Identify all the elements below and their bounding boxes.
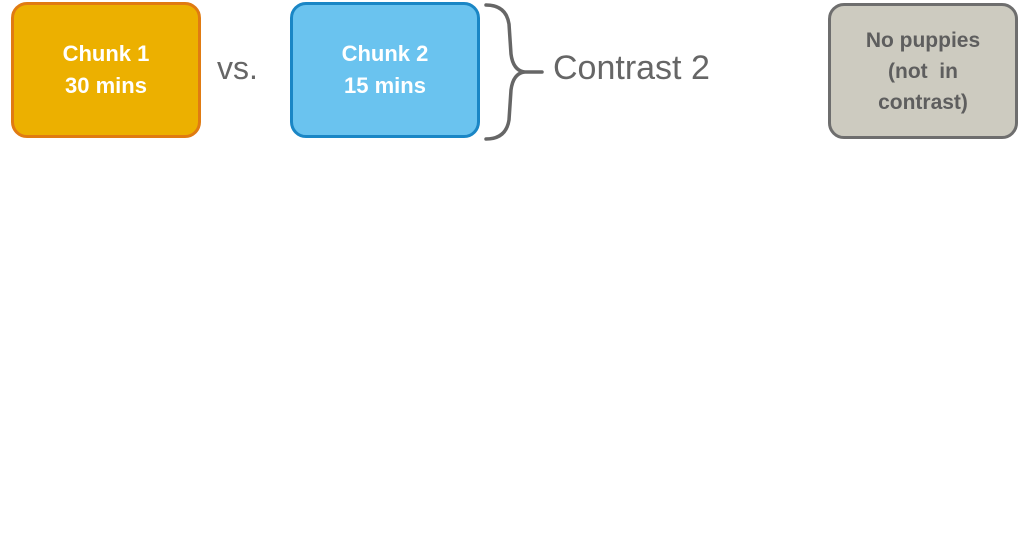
vs-label: vs. xyxy=(217,50,258,86)
chunk-2-box: Chunk 2 15 mins xyxy=(290,2,480,138)
no-puppies-line-2: (not in xyxy=(888,59,958,83)
no-puppies-box: No puppies (not in contrast) xyxy=(828,3,1018,139)
no-puppies-line-1: No puppies xyxy=(865,28,981,52)
curly-brace-icon xyxy=(484,3,544,141)
chunk-1-duration: 30 mins xyxy=(65,73,147,98)
chunk-1-box: Chunk 1 30 mins xyxy=(11,2,201,138)
chunk-1-title: Chunk 1 xyxy=(62,41,150,66)
no-puppies-line-3: contrast) xyxy=(878,90,968,114)
contrast-label: Contrast 2 xyxy=(553,49,710,87)
chunk-2-title: Chunk 2 xyxy=(341,41,429,66)
chunk-2-duration: 15 mins xyxy=(344,73,426,98)
